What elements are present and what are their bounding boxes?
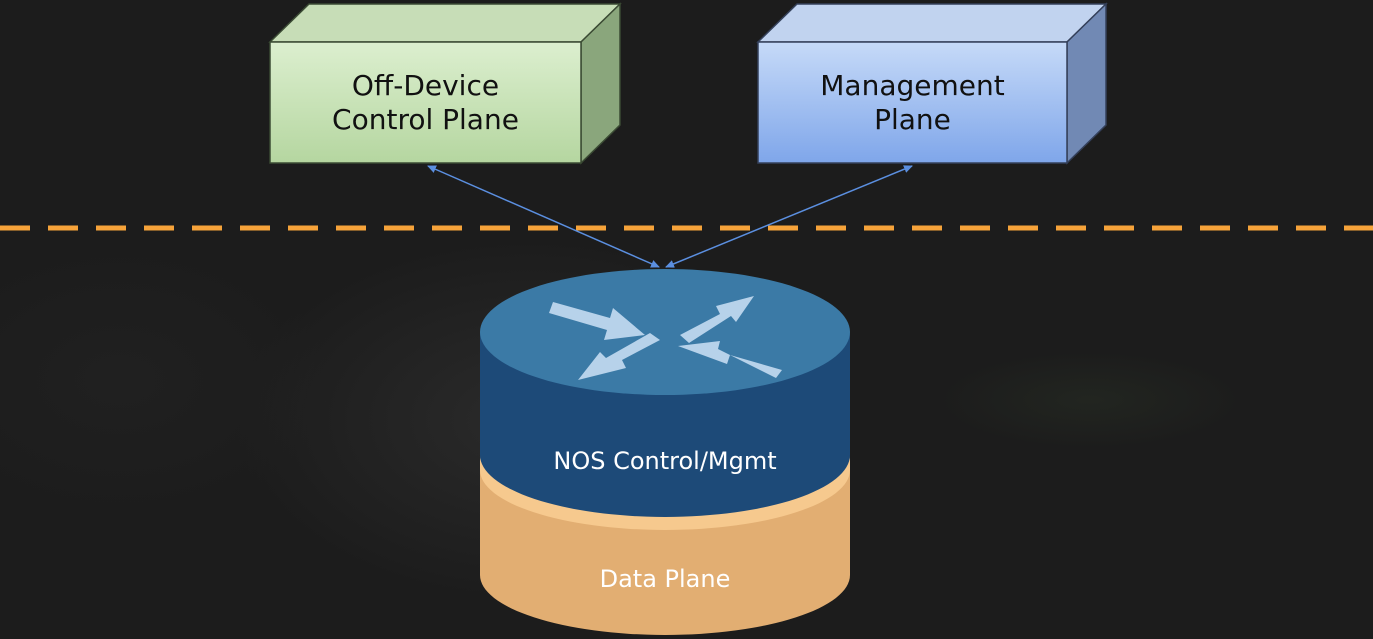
router-icon — [480, 269, 850, 635]
router-arrows-symbol — [549, 296, 782, 380]
off-device-label-line1: Off-Device — [351, 68, 500, 102]
off-device-control-plane-box — [268, 2, 622, 165]
router-control-label: NOS Control/Mgmt — [553, 447, 777, 475]
arrow-in-top-left — [549, 302, 645, 340]
edge-management-plane-router — [665, 165, 913, 268]
arrow-out-top-right — [680, 296, 754, 343]
off-device-label-line2: Control Plane — [332, 102, 519, 136]
management-plane-box — [756, 2, 1108, 165]
arrow-out-bottom-left — [578, 333, 660, 380]
router-top-face — [480, 269, 850, 395]
management-label-line2: Plane — [874, 102, 951, 136]
management-box-top — [756, 3, 1108, 43]
off-device-box-front — [269, 41, 582, 164]
router-layer-rim — [480, 455, 850, 530]
arrow-in-bottom-right — [678, 341, 782, 378]
management-label-line1: Management — [820, 68, 1005, 102]
management-plane-label: Management Plane — [758, 42, 1067, 163]
edge-control-plane-router — [427, 165, 660, 268]
router-data-plane-label: Data Plane — [599, 565, 731, 593]
off-device-box-top — [268, 3, 622, 43]
off-device-control-plane-label: Off-Device Control Plane — [270, 42, 581, 163]
management-box-front — [757, 41, 1068, 164]
